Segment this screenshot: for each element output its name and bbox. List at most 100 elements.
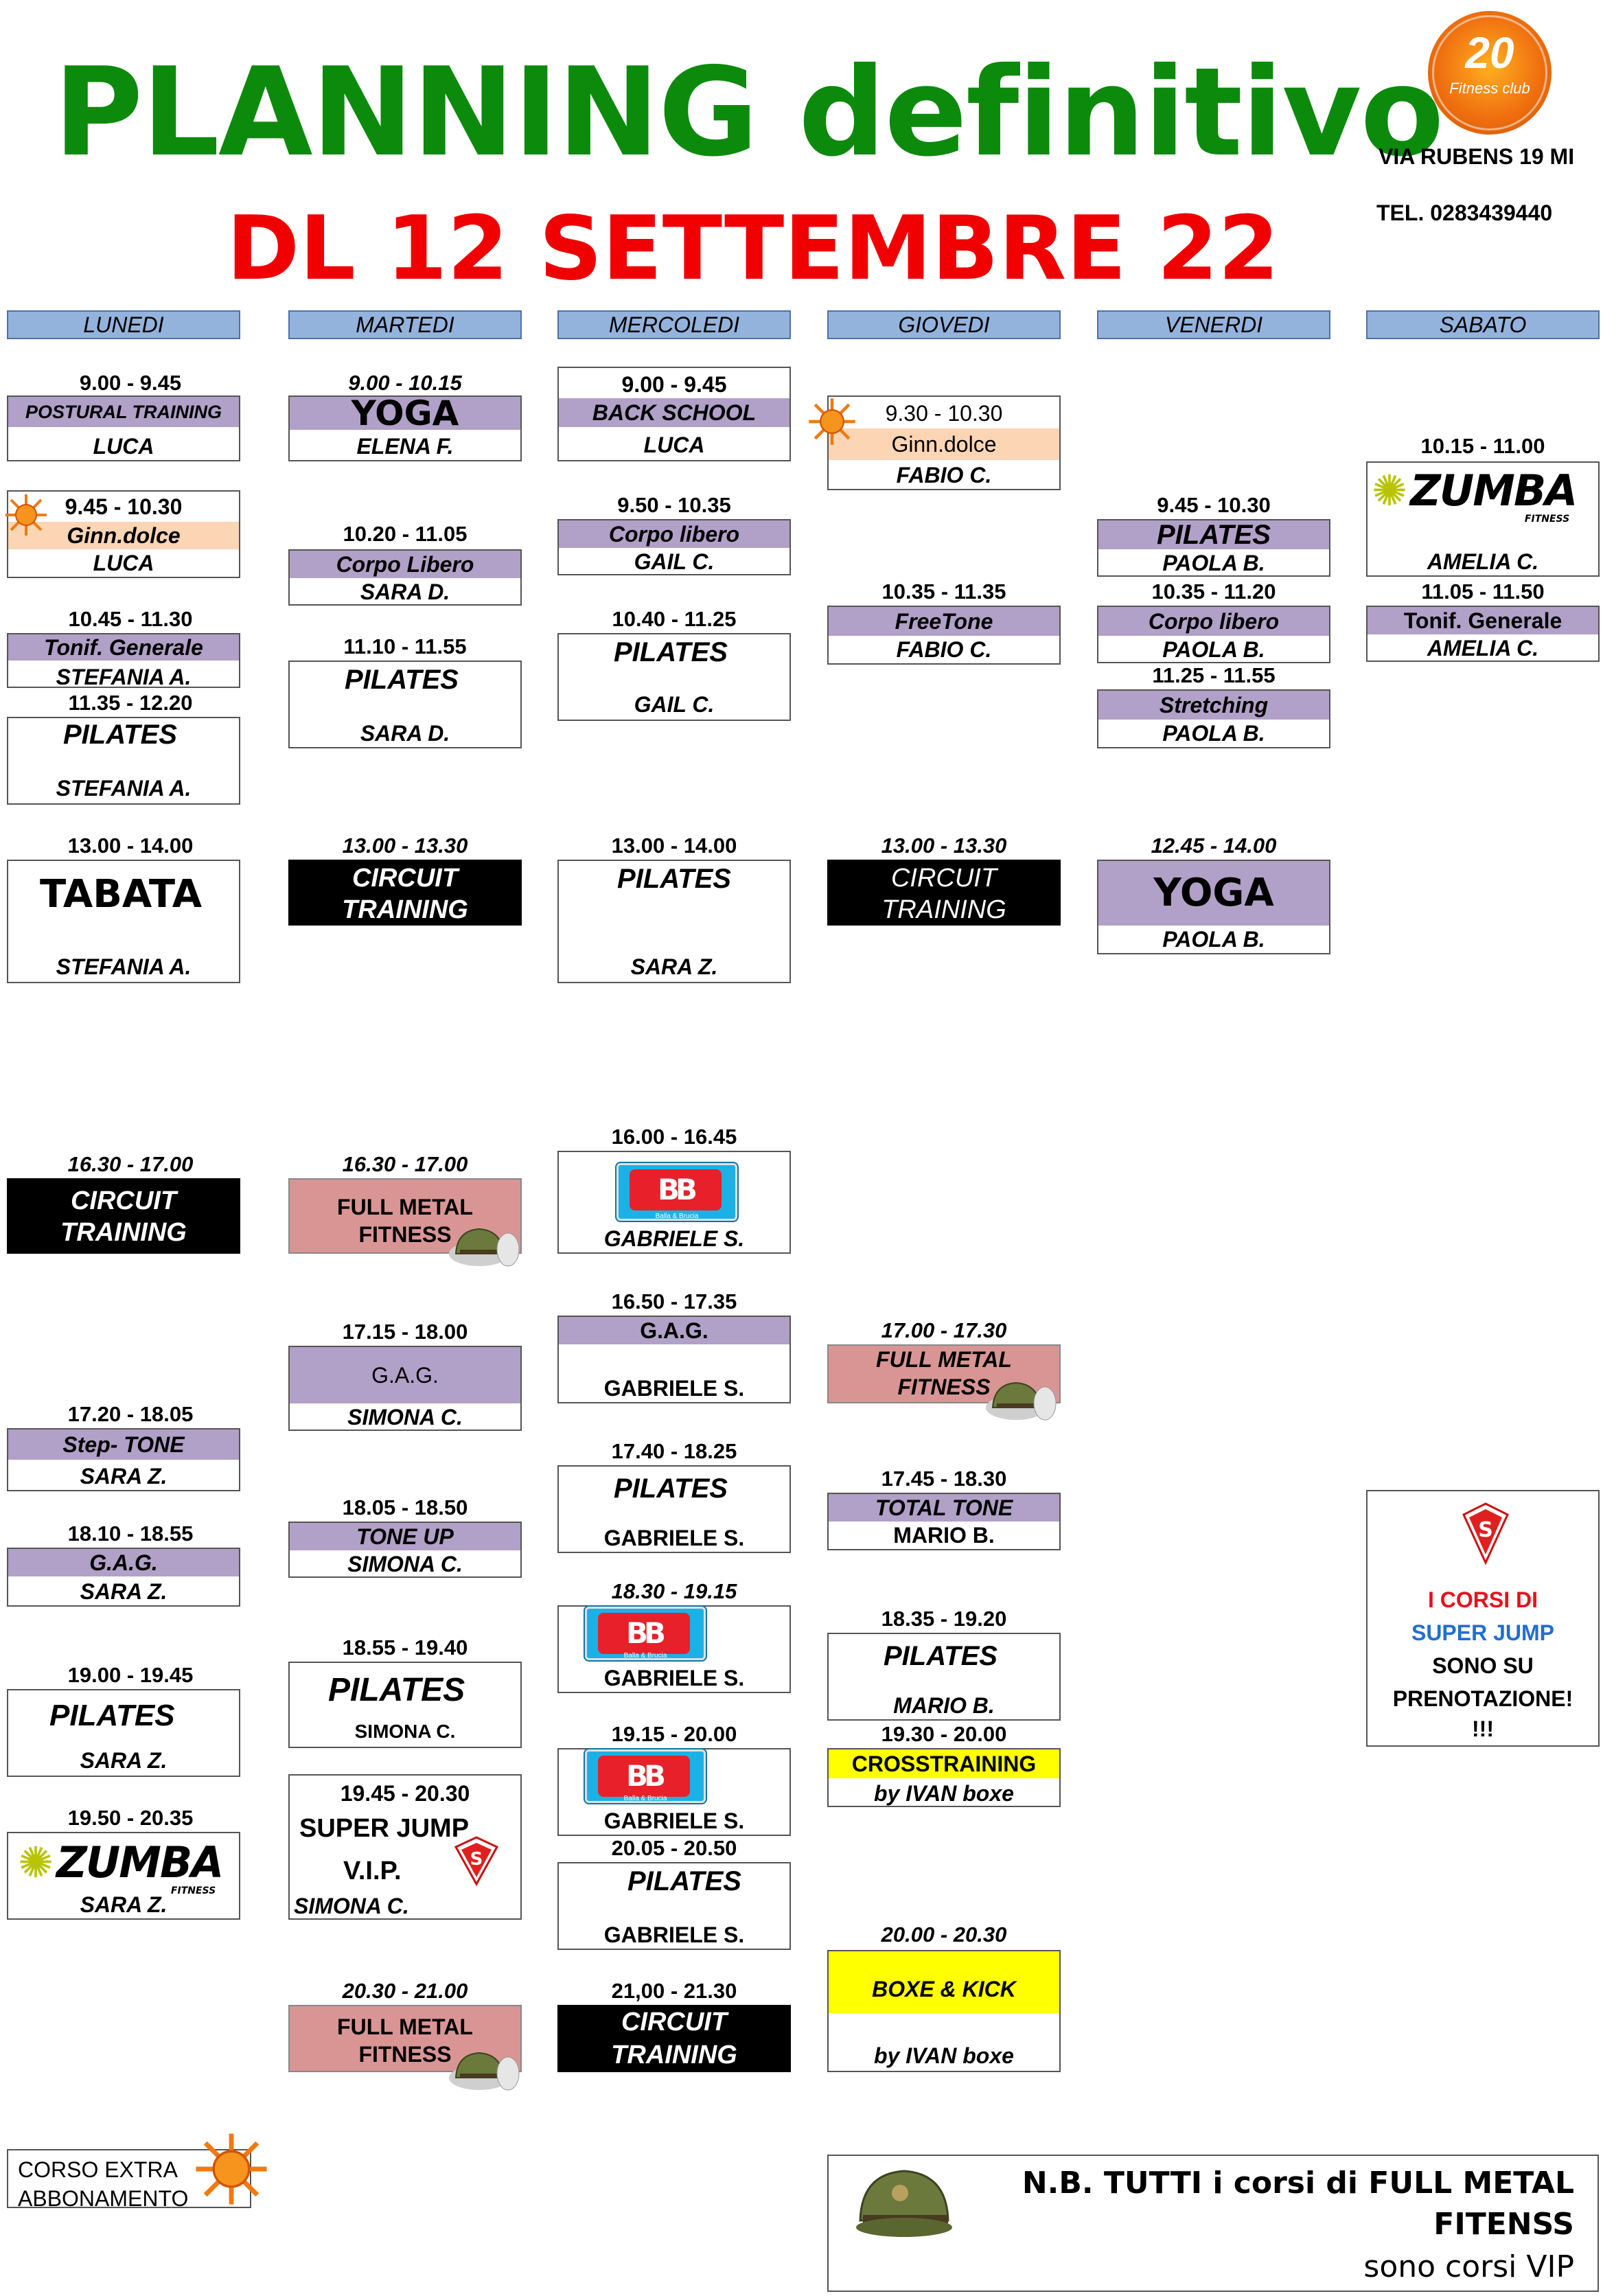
class-time: 18.05 - 18.50 bbox=[342, 1495, 468, 1519]
class-pilates: PILATES MARIO B. bbox=[827, 1633, 1061, 1721]
class-name-line2: TRAINING bbox=[881, 895, 1006, 924]
class-name: Tonif. Generale bbox=[1368, 607, 1598, 634]
class-gag: G.A.G. GABRIELE S. bbox=[557, 1316, 791, 1403]
class-name-line1: FULL METAL bbox=[337, 2014, 473, 2039]
class-teacher: SIMONA C. bbox=[347, 1552, 463, 1576]
class-time: 13.00 - 14.00 bbox=[611, 834, 737, 858]
class-time: 9.00 - 9.45 bbox=[79, 371, 182, 395]
legend-extra-course: CORSO EXTRA ABBONAMENTO bbox=[7, 2149, 251, 2211]
class-teacher: MARIO B. bbox=[893, 1523, 995, 1548]
class-teacher: LUCA bbox=[643, 433, 705, 457]
class-name: PILATES bbox=[49, 1699, 175, 1732]
class-pilates: PILATES PAOLA B. bbox=[1097, 519, 1330, 577]
class-tonif-generale: Tonif. Generale STEFANIA A. bbox=[7, 633, 240, 688]
class-name-line2: FITNESS bbox=[358, 1222, 452, 1247]
zumba-fitness: FITNESS bbox=[170, 1885, 216, 1896]
helmet-icon bbox=[986, 1381, 1057, 1421]
class-time: 12.45 - 14.00 bbox=[1151, 834, 1277, 858]
page-subtitle: DL 12 SETTEMBRE 22 bbox=[227, 198, 1280, 300]
notice-line4: PRENOTAZIONE! bbox=[1392, 1686, 1573, 1711]
class-teacher: SIMONA C. bbox=[354, 1721, 456, 1742]
helmet-icon bbox=[856, 2170, 952, 2237]
class-time: 9.30 - 10.30 bbox=[885, 401, 1003, 426]
bb-subtitle: Balla & Brucia bbox=[623, 1652, 667, 1660]
class-boxe-kick: BOXE & KICK by IVAN boxe bbox=[827, 1950, 1061, 2072]
class-time: 20.05 - 20.50 bbox=[611, 1836, 737, 1860]
class-postural-training: POSTURAL TRAINING LUCA bbox=[7, 395, 240, 461]
class-time: 9.50 - 10.35 bbox=[617, 493, 731, 517]
class-name: PILATES bbox=[617, 864, 731, 894]
class-name-line1: CIRCUIT bbox=[351, 864, 459, 893]
notice-line2: SUPER JUMP bbox=[1411, 1620, 1555, 1645]
class-full-metal-fitness: FULL METAL FITNESS bbox=[827, 1344, 1061, 1403]
class-time: 18.55 - 19.40 bbox=[342, 1635, 468, 1660]
logo-ring bbox=[1432, 15, 1547, 130]
class-teacher: GABRIELE S. bbox=[603, 1376, 745, 1401]
class-teacher: PAOLA B. bbox=[1162, 927, 1265, 952]
super-jump-icon: S bbox=[1462, 1502, 1509, 1565]
class-pilates: PILATES GAIL C. bbox=[557, 633, 791, 721]
note-line3: sono corsi VIP bbox=[1363, 2249, 1574, 2284]
sun-icon bbox=[5, 494, 47, 536]
class-teacher: SARA Z. bbox=[80, 1579, 168, 1604]
class-time: 19.00 - 19.45 bbox=[67, 1663, 194, 1687]
class-circuit-training: CIRCUIT TRAINING bbox=[7, 1178, 240, 1254]
helmet-icon bbox=[449, 2052, 520, 2091]
class-time: 20.30 - 21.00 bbox=[342, 1979, 468, 2003]
full-metal-vip-note: N.B. TUTTI i corsi di FULL METAL FITENSS… bbox=[827, 2155, 1599, 2292]
club-logo: 20 Fitness club bbox=[1428, 11, 1552, 135]
class-gag: G.A.G. SIMONA C. bbox=[288, 1346, 522, 1431]
class-time: 16.00 - 16.45 bbox=[611, 1125, 737, 1149]
class-circuit-training: CIRCUIT TRAINING bbox=[557, 2005, 791, 2072]
class-name: Step- TONE bbox=[8, 1430, 239, 1460]
logo-number: 20 bbox=[1465, 28, 1514, 78]
class-name: YOGA bbox=[290, 397, 520, 430]
class-name: G.A.G. bbox=[290, 1347, 520, 1403]
class-tone-up: TONE UP SIMONA C. bbox=[288, 1522, 522, 1578]
class-name: Corpo libero bbox=[1098, 607, 1329, 636]
class-teacher: GABRIELE S. bbox=[603, 1526, 745, 1550]
class-name-line2: V.I.P. bbox=[343, 1857, 402, 1885]
class-name-line1: CIRCUIT bbox=[621, 2008, 728, 2036]
class-time: 19.50 - 20.35 bbox=[67, 1806, 194, 1830]
class-teacher: GABRIELE S. bbox=[603, 1666, 745, 1690]
class-ginn-dolce: 9.30 - 10.30 Ginn.dolce FABIO C. bbox=[827, 395, 1061, 490]
svg-text:S: S bbox=[470, 1849, 483, 1870]
class-pilates: PILATES SIMONA C. bbox=[288, 1662, 522, 1748]
class-time: 11.35 - 12.20 bbox=[68, 691, 193, 715]
class-name: FreeTone bbox=[829, 607, 1059, 636]
class-pilates: PILATES SARA D. bbox=[288, 661, 522, 748]
legend-line1: CORSO EXTRA bbox=[18, 2157, 178, 2182]
class-name-line1: CIRCUIT bbox=[70, 1186, 177, 1215]
class-pilates: PILATES GABRIELE S. bbox=[557, 1862, 791, 1950]
class-time: 11.10 - 11.55 bbox=[343, 634, 467, 658]
class-time: 21,00 - 21.30 bbox=[611, 1979, 737, 2003]
class-name: PILATES bbox=[328, 1672, 465, 1708]
logo-text: Fitness club bbox=[1449, 80, 1530, 97]
class-time: 16.50 - 17.35 bbox=[611, 1289, 737, 1313]
class-name: BOXE & KICK bbox=[829, 1951, 1059, 2013]
zumba-logo: ✺ZUMBA FITNESS bbox=[18, 1837, 224, 1896]
class-teacher: FABIO C. bbox=[896, 637, 992, 662]
class-name: PILATES bbox=[614, 1473, 728, 1504]
class-time: 13.00 - 13.30 bbox=[342, 834, 468, 858]
class-time: 18.10 - 18.55 bbox=[67, 1522, 194, 1546]
class-name-line2: TRAINING bbox=[611, 2041, 737, 2069]
page-title: PLANNING definitivo bbox=[54, 41, 1444, 183]
class-name: G.A.G. bbox=[8, 1549, 239, 1576]
sun-icon bbox=[196, 2133, 267, 2205]
class-name: PILATES bbox=[884, 1641, 997, 1671]
class-circuit-training: CIRCUIT TRAINING bbox=[827, 860, 1061, 926]
class-time: 13.00 - 13.30 bbox=[881, 834, 1007, 858]
class-corpo-libero: Corpo Libero SARA D. bbox=[288, 549, 522, 606]
class-time: 10.35 - 11.35 bbox=[881, 579, 1006, 604]
class-time: 9.00 - 9.45 bbox=[621, 372, 727, 397]
class-name: PILATES bbox=[63, 720, 177, 750]
class-pilates: PILATES SARA Z. bbox=[7, 1689, 240, 1777]
class-pilates: PILATES GABRIELE S. bbox=[557, 1465, 791, 1553]
class-name: Stretching bbox=[1098, 691, 1329, 720]
class-teacher: SARA Z. bbox=[80, 1748, 168, 1773]
class-time: 11.25 - 11.55 bbox=[1152, 663, 1276, 687]
zumba-figure-icon: ✺ bbox=[18, 1837, 54, 1887]
